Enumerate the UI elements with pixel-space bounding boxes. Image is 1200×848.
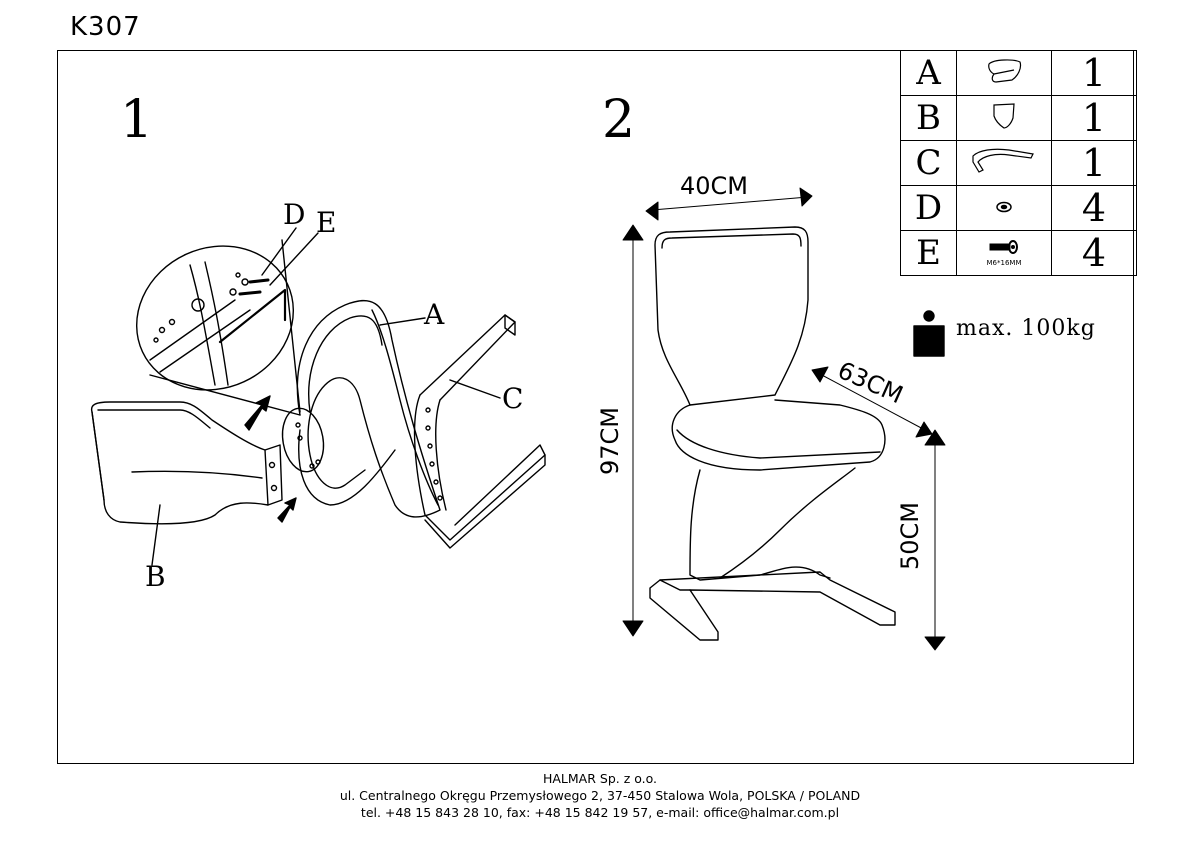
model-code: K307 [70, 12, 141, 42]
screw-size-note: M6*16MM [986, 259, 1022, 267]
backrest-part-icon [956, 95, 1052, 141]
dim-width-label: 40CM [680, 172, 749, 200]
washer-icon [956, 185, 1052, 231]
part-letter: B [900, 95, 957, 141]
instruction-frame [57, 50, 1134, 764]
weight-icon [913, 310, 945, 357]
footer-address: ul. Centralnego Okręgu Przemysłowego 2, … [339, 788, 861, 803]
dim-height-arrow [622, 224, 644, 637]
max-load-label: max. 100kg [956, 316, 1096, 341]
part-quantity: 1 [1051, 140, 1137, 186]
backrest-b-exploded [90, 401, 283, 525]
label-c: C [502, 382, 524, 415]
step-number-2: 2 [602, 90, 636, 150]
part-letter: D [900, 185, 957, 231]
footer: HALMAR Sp. z o.o. ul. Centralnego Okręgu… [0, 770, 1200, 821]
parts-row: A 1 [900, 50, 1137, 96]
footer-contact: tel. +48 15 843 28 10, fax: +48 15 842 1… [360, 805, 840, 820]
seat-part-icon [956, 50, 1052, 96]
dim-depth-arrow [811, 366, 933, 438]
dim-height-label: 97CM [596, 406, 624, 475]
screw-icon: M6*16MM [956, 230, 1052, 276]
seat-a-exploded [281, 299, 441, 518]
base-c-exploded [413, 314, 546, 549]
label-e: E [316, 206, 337, 239]
part-quantity: 4 [1051, 185, 1137, 231]
part-quantity: 1 [1051, 50, 1137, 96]
part-letter: A [900, 50, 957, 96]
step-number-1: 1 [120, 90, 154, 150]
part-letter: E [900, 230, 957, 276]
footer-company: HALMAR Sp. z o.o. [542, 771, 658, 786]
dim-seat-height-arrow [924, 429, 946, 651]
label-a: A [424, 298, 445, 331]
dim-seat-height-label: 50CM [896, 501, 924, 570]
detail-magnifier [135, 239, 301, 416]
parts-row: C 1 [900, 140, 1137, 186]
part-quantity: 4 [1051, 230, 1137, 276]
base-frame-icon [956, 140, 1052, 186]
parts-row: B 1 [900, 95, 1137, 141]
dim-width-arrow [645, 187, 813, 221]
parts-list-table: A 1 B 1 C 1 D 4 E M6*16MM 4 [900, 50, 1137, 276]
label-d: D [283, 198, 306, 231]
parts-row: E M6*16MM 4 [900, 230, 1137, 276]
part-quantity: 1 [1051, 95, 1137, 141]
part-letter: C [900, 140, 957, 186]
label-b: B [145, 560, 166, 593]
parts-row: D 4 [900, 185, 1137, 231]
chair-side-view [649, 226, 896, 641]
